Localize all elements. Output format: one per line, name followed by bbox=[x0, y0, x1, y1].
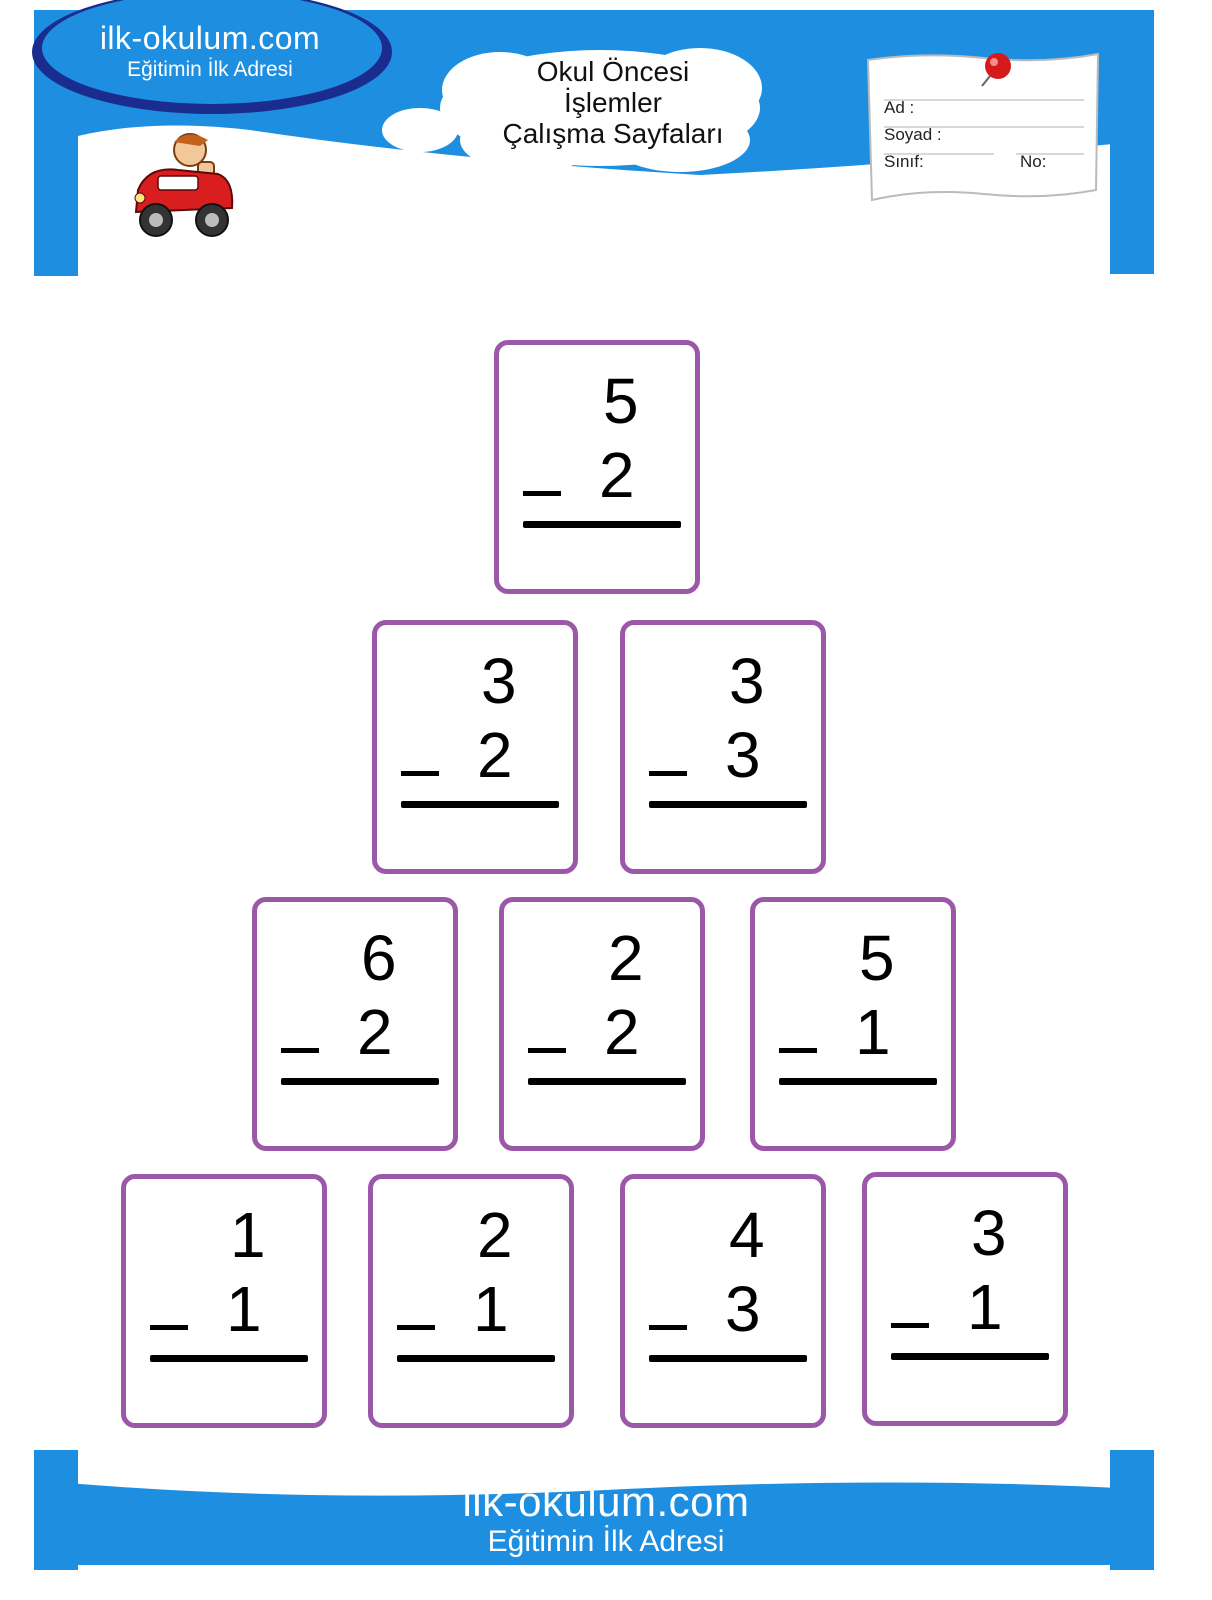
answer-line[interactable] bbox=[649, 801, 807, 808]
pushpin-icon bbox=[981, 53, 1011, 87]
subtrahend: 1 bbox=[855, 996, 891, 1068]
minus-sign bbox=[401, 771, 439, 776]
minuend: 5 bbox=[603, 365, 639, 437]
answer-line[interactable] bbox=[649, 1355, 807, 1362]
minuend: 3 bbox=[971, 1197, 1007, 1269]
subtrahend: 1 bbox=[473, 1273, 509, 1345]
minus-sign bbox=[281, 1048, 319, 1053]
problem-card: 6 2 bbox=[252, 897, 458, 1151]
subtrahend: 2 bbox=[357, 996, 393, 1068]
worksheet-header: ilk-okulum.com Eğitimin İlk Adresi Okul … bbox=[0, 0, 1212, 290]
worksheet-footer bbox=[0, 1450, 1212, 1600]
subtrahend: 2 bbox=[599, 439, 635, 511]
car-cartoon-illustration bbox=[134, 133, 234, 237]
minus-sign bbox=[150, 1325, 188, 1330]
subtrahend: 2 bbox=[604, 996, 640, 1068]
title-line-3: Çalışma Sayfaları bbox=[502, 118, 724, 149]
minuend: 6 bbox=[361, 922, 397, 994]
minuend: 3 bbox=[481, 645, 517, 717]
answer-line[interactable] bbox=[397, 1355, 555, 1362]
minuend: 1 bbox=[230, 1199, 266, 1271]
problem-card: 1 1 bbox=[121, 1174, 327, 1428]
answer-line[interactable] bbox=[523, 521, 681, 528]
title-line-1: Okul Öncesi bbox=[536, 56, 690, 87]
problem-card: 2 2 bbox=[499, 897, 705, 1151]
subtrahend: 1 bbox=[226, 1273, 262, 1345]
number-label: No: bbox=[1020, 152, 1047, 171]
problem-card: 3 1 bbox=[862, 1172, 1068, 1426]
title-line-2: İşlemler bbox=[563, 87, 662, 118]
answer-line[interactable] bbox=[281, 1078, 439, 1085]
answer-line[interactable] bbox=[150, 1355, 308, 1362]
logo-tagline: Eğitimin İlk Adresi bbox=[127, 58, 293, 81]
answer-line[interactable] bbox=[779, 1078, 937, 1085]
answer-line[interactable] bbox=[891, 1353, 1049, 1360]
minus-sign bbox=[528, 1048, 566, 1053]
class-label: Sınıf: bbox=[884, 152, 924, 171]
name-label: Ad : bbox=[884, 98, 915, 117]
subtrahend: 3 bbox=[725, 1273, 761, 1345]
minuend: 5 bbox=[859, 922, 895, 994]
paper-note-background bbox=[866, 52, 1100, 202]
worksheet-title: Okul Öncesi İşlemler Çalışma Sayfaları bbox=[478, 56, 748, 149]
surname-label: Soyad : bbox=[884, 125, 942, 144]
problem-card: 3 2 bbox=[372, 620, 578, 874]
footer-background bbox=[34, 1450, 1154, 1570]
footer-site-name: ilk-okulum.com bbox=[462, 1478, 750, 1525]
problem-card: 3 3 bbox=[620, 620, 826, 874]
answer-line[interactable] bbox=[528, 1078, 686, 1085]
problem-card: 5 2 bbox=[494, 340, 700, 594]
subtrahend: 3 bbox=[725, 719, 761, 791]
minus-sign bbox=[779, 1048, 817, 1053]
student-info-note: Ad : Soyad : Sınıf: No: bbox=[866, 52, 1128, 206]
problem-card: 4 3 bbox=[620, 1174, 826, 1428]
minuend: 3 bbox=[729, 645, 765, 717]
minus-sign bbox=[649, 771, 687, 776]
footer-tagline: Eğitimin İlk Adresi bbox=[487, 1525, 725, 1558]
header-background bbox=[32, 0, 1154, 276]
logo-site-name: ilk-okulum.com bbox=[99, 20, 321, 56]
minus-sign bbox=[397, 1325, 435, 1330]
problem-card: 5 1 bbox=[750, 897, 956, 1151]
answer-line[interactable] bbox=[401, 801, 559, 808]
problem-card: 2 1 bbox=[368, 1174, 574, 1428]
subtrahend: 1 bbox=[967, 1271, 1003, 1343]
minuend: 4 bbox=[729, 1199, 765, 1271]
minus-sign bbox=[891, 1323, 929, 1328]
subtrahend: 2 bbox=[477, 719, 513, 791]
minuend: 2 bbox=[477, 1199, 513, 1271]
minus-sign bbox=[649, 1325, 687, 1330]
minus-sign bbox=[523, 491, 561, 496]
minuend: 2 bbox=[608, 922, 644, 994]
